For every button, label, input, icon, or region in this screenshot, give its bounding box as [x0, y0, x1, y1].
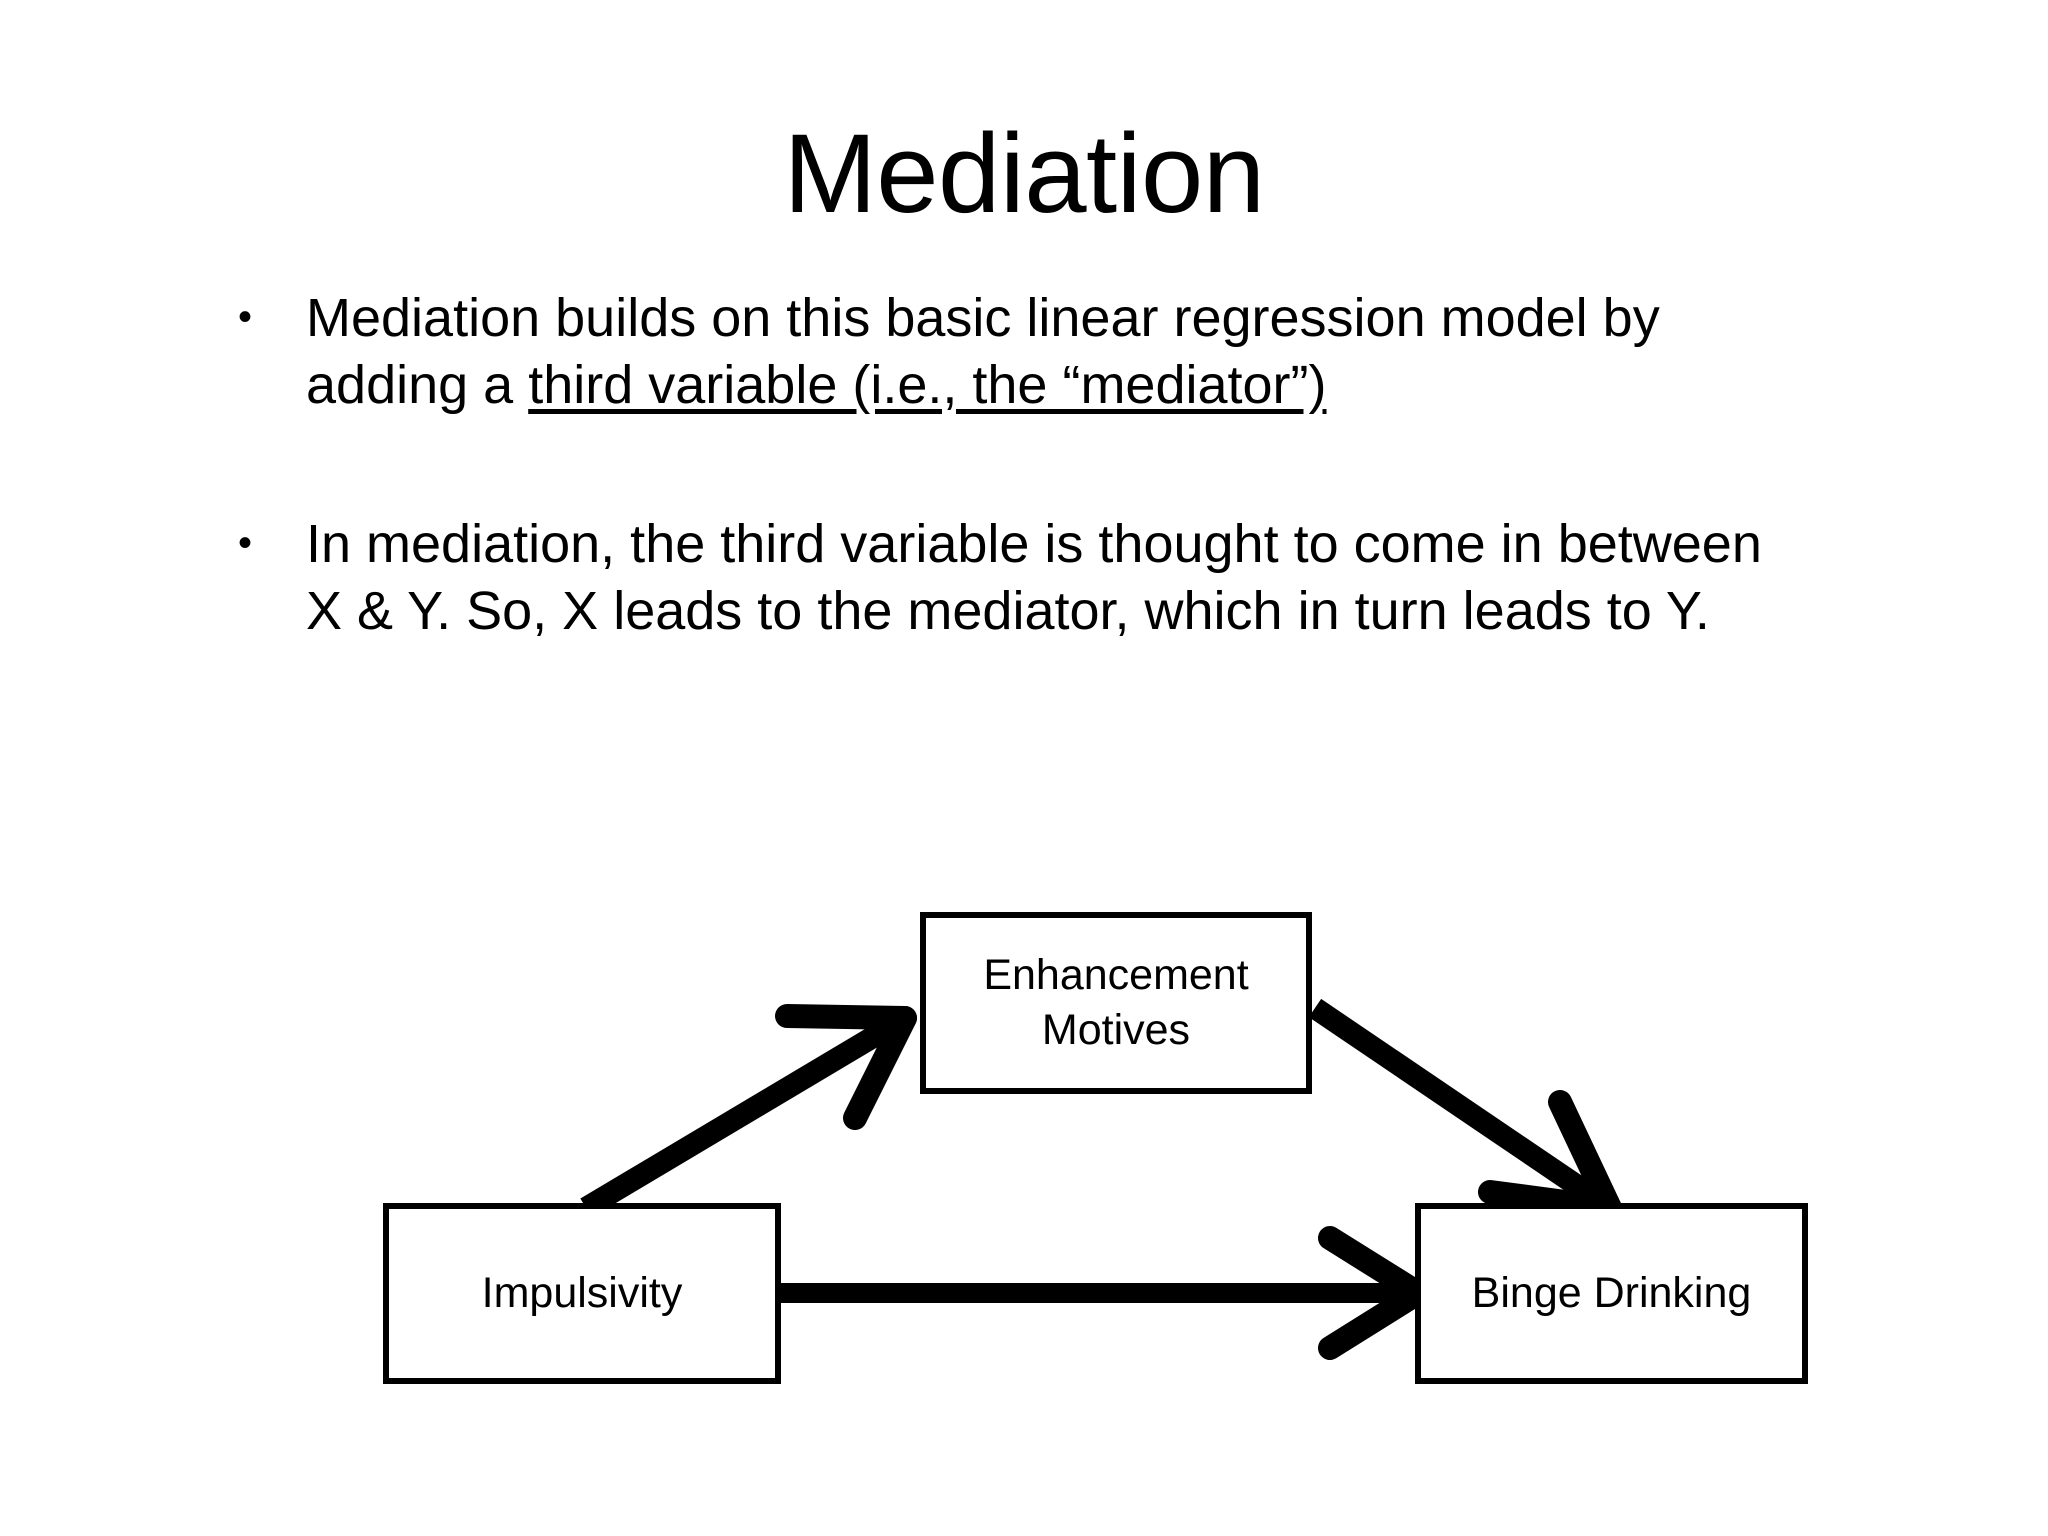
bullet-2-text: In mediation, the third variable is thou… — [306, 513, 1762, 641]
arrow-mediator-to-outcome — [1308, 998, 1622, 1220]
bullet-list: • Mediation builds on this basic linear … — [228, 285, 1928, 645]
bullet-1-text: Mediation builds on this basic linear re… — [306, 285, 1806, 419]
mediation-diagram: Enhancement Motives Impulsivity Binge Dr… — [0, 840, 2048, 1460]
diagram-node-predictor-label: Impulsivity — [481, 1268, 683, 1317]
arrow-predictor-to-outcome — [781, 1226, 1430, 1360]
diagram-node-predictor[interactable]: Impulsivity — [383, 1203, 781, 1384]
bullet-spacer — [228, 419, 1928, 511]
bullet-1-segment-plain: Mediation builds on this basic linear re… — [306, 288, 1660, 415]
bullet-1-segment-underlined: third variable (i.e., the “mediator”) — [528, 354, 1327, 415]
diagram-node-mediator[interactable]: Enhancement Motives — [920, 912, 1312, 1094]
diagram-node-outcome[interactable]: Binge Drinking — [1415, 1203, 1808, 1384]
diagram-node-outcome-label: Binge Drinking — [1471, 1268, 1752, 1317]
bullet-marker-icon: • — [238, 295, 253, 339]
arrow-predictor-to-mediator — [580, 1004, 917, 1218]
bullet-marker-icon: • — [238, 520, 253, 565]
diagram-node-mediator-label: Enhancement Motives — [969, 948, 1262, 1058]
diagram-node-mediator-label-line2: Motives — [1041, 1006, 1191, 1054]
list-item: • In mediation, the third variable is th… — [228, 511, 1928, 645]
list-item: • Mediation builds on this basic linear … — [228, 285, 1928, 419]
page-title: Mediation — [783, 111, 1265, 236]
diagram-node-mediator-label-line1: Enhancement — [983, 950, 1249, 999]
